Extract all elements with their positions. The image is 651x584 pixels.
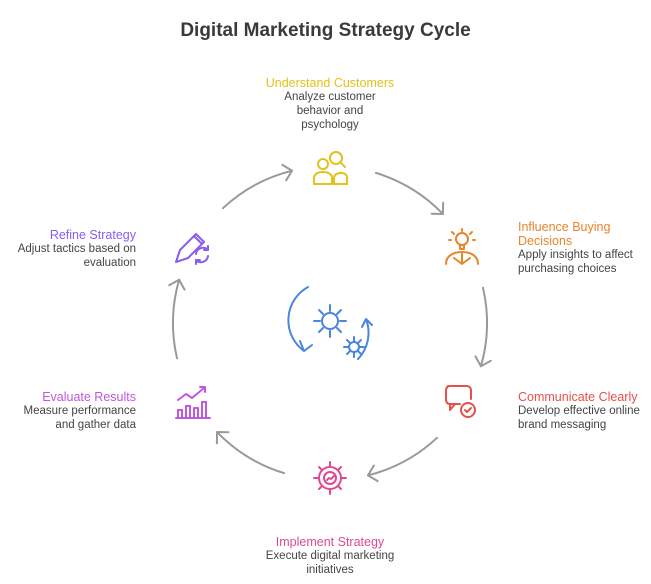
step-influence-buying: Influence Buying Decisions Apply insight… [518, 220, 638, 276]
step-desc: Adjust tactics based on evaluation [17, 243, 136, 269]
step-refine-strategy: Refine Strategy Adjust tactics based on … [6, 228, 136, 270]
arrowhead [474, 355, 492, 368]
gears-cycle-icon [287, 286, 373, 360]
step-desc: Develop effective online brand messaging [518, 405, 640, 431]
step-title: Communicate Clearly [518, 390, 638, 404]
step-desc: Apply insights to affect purchasing choi… [518, 249, 633, 275]
step-desc: Measure performance and gather data [23, 405, 137, 431]
arrowhead [168, 278, 186, 291]
diagram-title: Digital Marketing Strategy Cycle [180, 20, 471, 41]
bar-chart-icon [175, 386, 211, 419]
arrowhead [281, 163, 294, 182]
step-title: Implement Strategy [275, 535, 385, 549]
cycle-arrow [172, 278, 181, 360]
step-understand-customers: Understand Customers Analyze customer be… [240, 76, 420, 132]
cycle-arrow [221, 169, 294, 210]
user-search-icon [313, 151, 348, 185]
step-title: Evaluate Results [42, 390, 136, 404]
pencil-refresh-icon [175, 233, 209, 265]
gear-chart-icon [313, 461, 347, 495]
lightbulb-person-icon [445, 228, 479, 265]
step-communicate-clearly: Communicate Clearly Develop effective on… [518, 390, 648, 432]
chat-check-icon [445, 385, 476, 418]
step-title: Influence Buying Decisions [518, 220, 611, 248]
arrowhead [430, 201, 445, 215]
step-evaluate-results: Evaluate Results Measure performance and… [6, 390, 137, 432]
step-desc: Analyze customer behavior and psychology [284, 91, 376, 131]
step-implement-strategy: Implement Strategy Execute digital marke… [240, 535, 420, 577]
cycle-arrow [374, 171, 444, 215]
step-title: Understand Customers [265, 76, 395, 90]
step-desc: Execute digital marketing initiatives [265, 550, 395, 576]
step-title: Refine Strategy [49, 228, 136, 242]
arrowhead [215, 431, 230, 445]
cycle-arrow [479, 286, 488, 368]
cycle-arrow [366, 436, 439, 477]
arrowhead [366, 464, 379, 483]
cycle-arrow [216, 431, 286, 475]
